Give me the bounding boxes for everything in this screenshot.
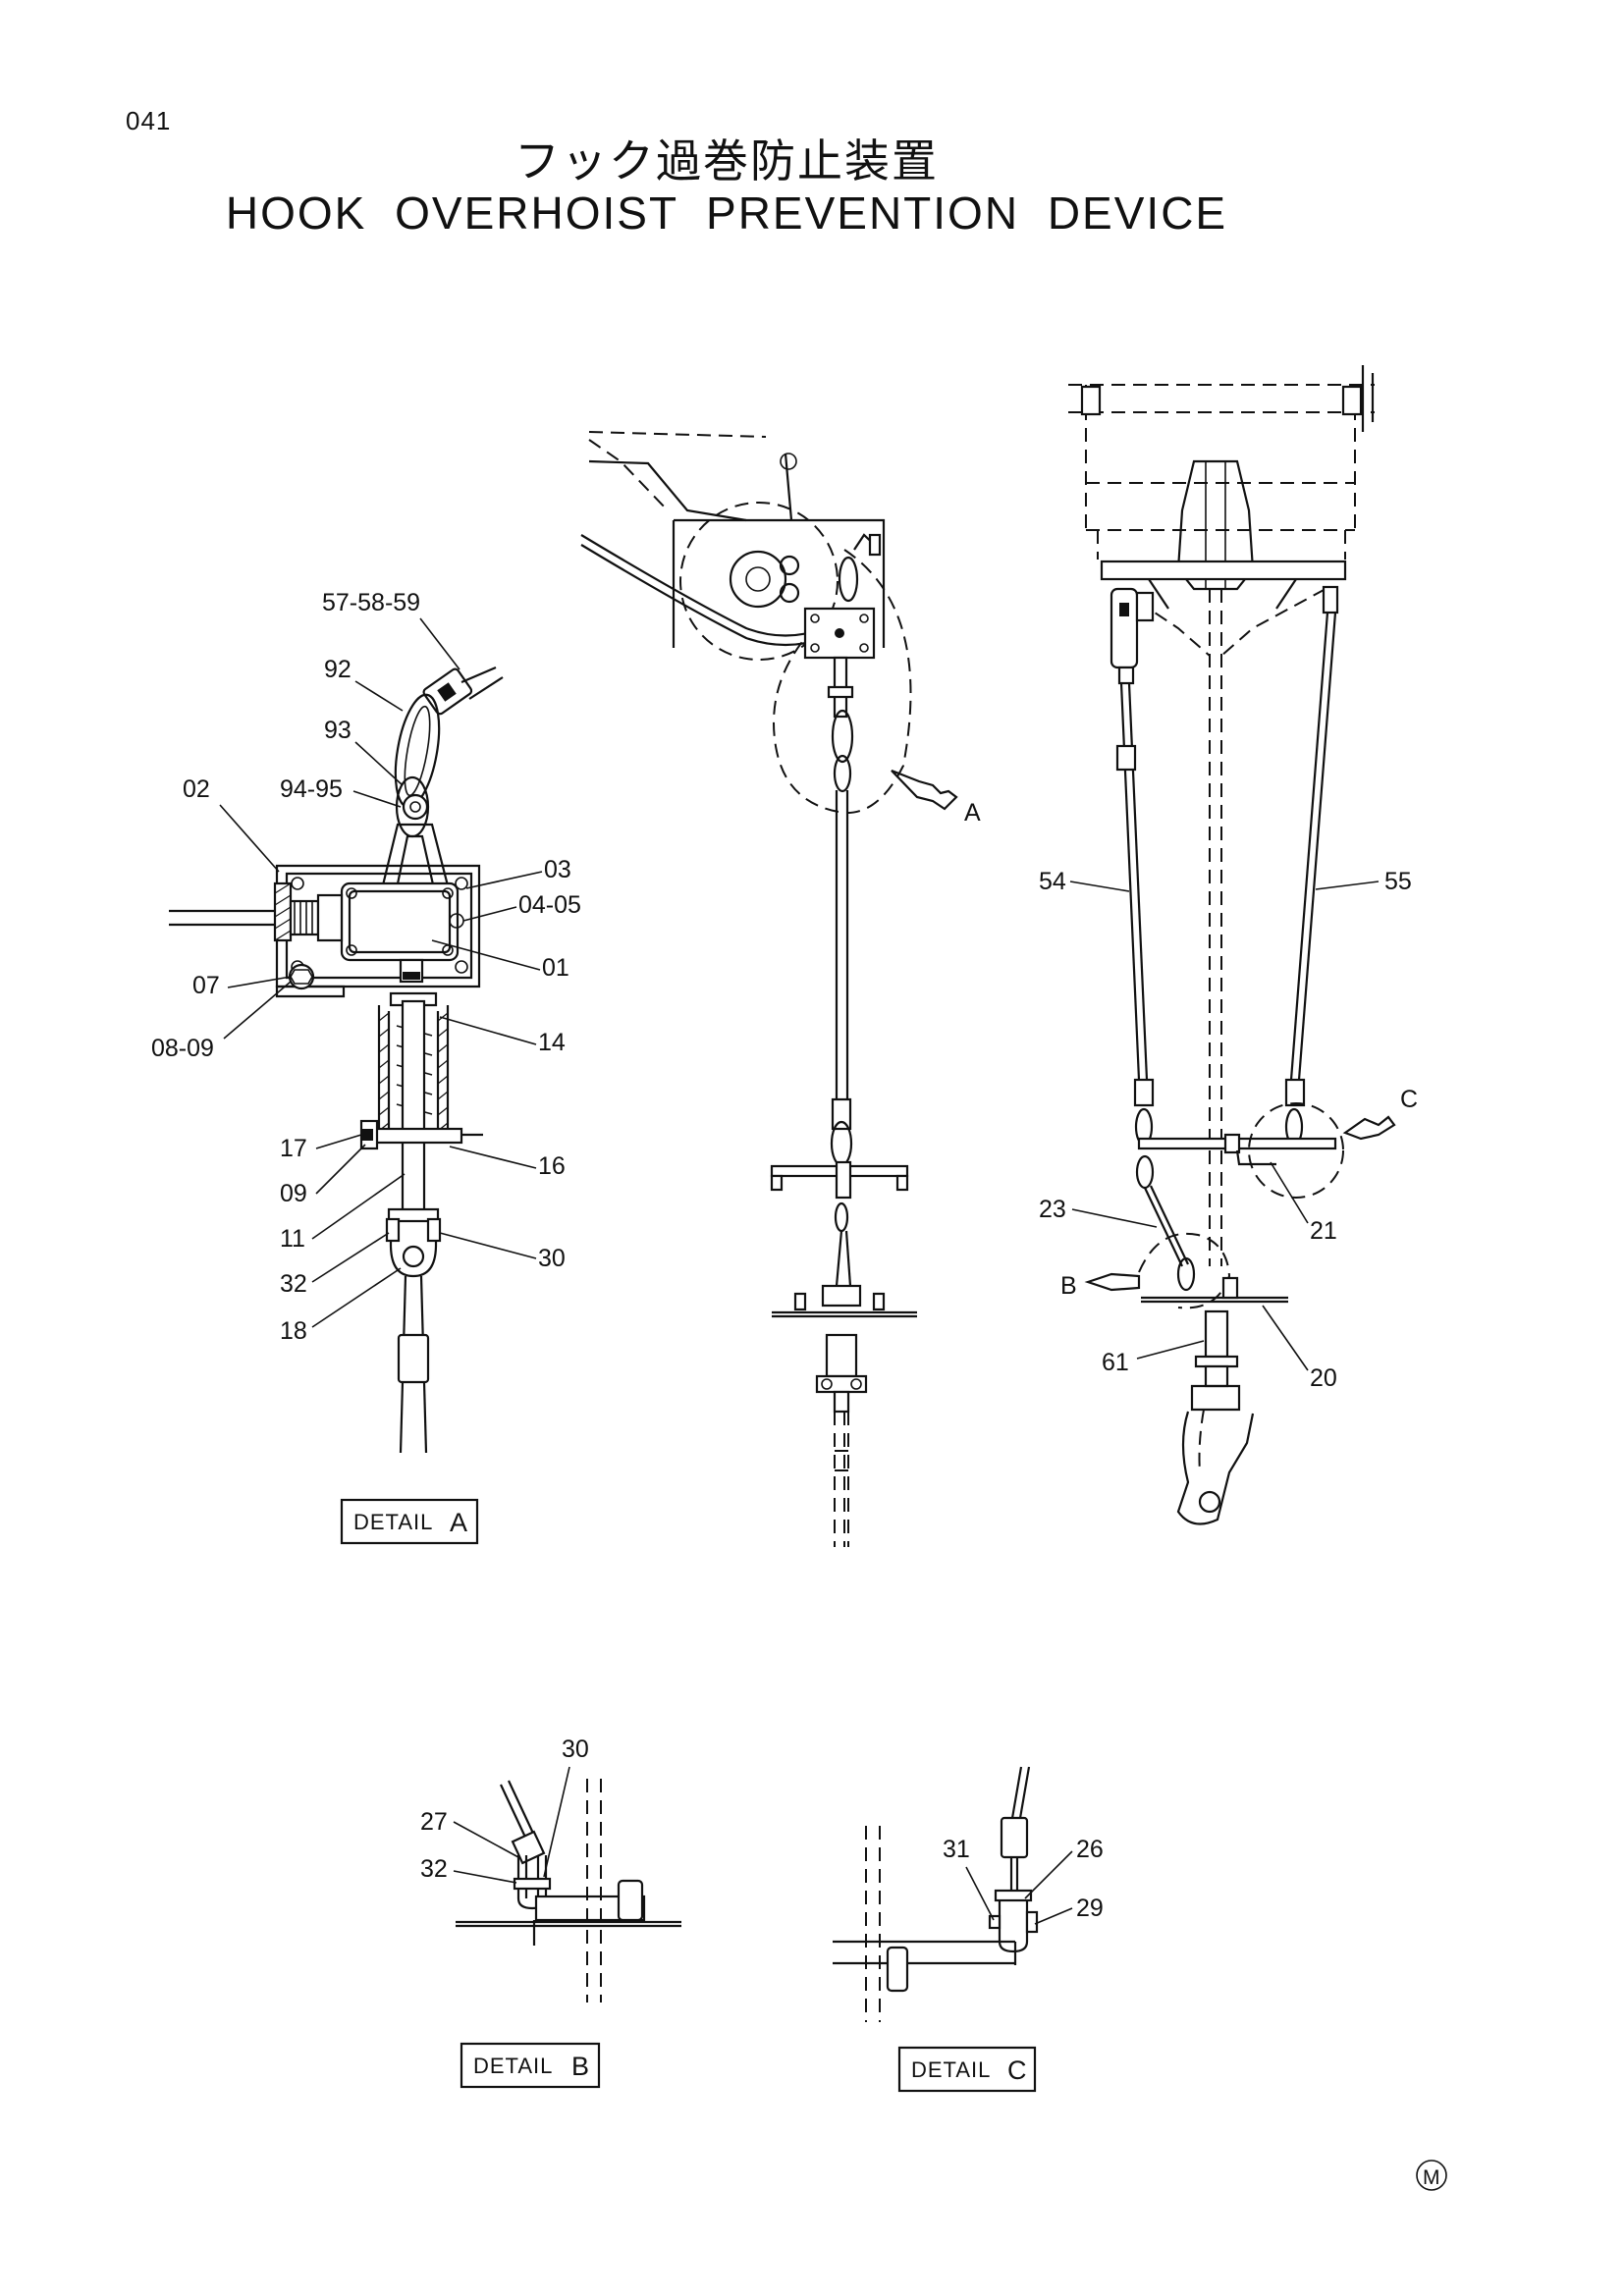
part-label: 32 bbox=[420, 1855, 448, 1883]
detail-b-caption: DETAIL B bbox=[460, 2042, 601, 2089]
detail-c-caption: DETAIL C bbox=[897, 2046, 1037, 2093]
part-label: 14 bbox=[538, 1029, 566, 1056]
part-label: 29 bbox=[1076, 1895, 1104, 1922]
detail-c-labels: 31 26 29 bbox=[943, 1836, 1104, 1925]
part-label: 55 bbox=[1384, 868, 1412, 895]
part-label: 23 bbox=[1039, 1196, 1066, 1223]
detail-c-caption-word: DETAIL bbox=[911, 2057, 991, 2082]
side-view-labels: 54 55 23 21 61 20 B C bbox=[1039, 868, 1418, 1392]
part-label: 30 bbox=[538, 1245, 566, 1272]
part-label: 61 bbox=[1102, 1349, 1129, 1376]
part-label: 21 bbox=[1310, 1217, 1337, 1245]
detail-c-caption-letter: C bbox=[1007, 2056, 1027, 2085]
part-label: 11 bbox=[280, 1225, 305, 1253]
part-label: 16 bbox=[538, 1152, 566, 1180]
part-label: 02 bbox=[183, 775, 210, 803]
detail-b-caption-word: DETAIL bbox=[473, 2054, 553, 2078]
page-title-english: HOOK OVERHOIST PREVENTION DEVICE bbox=[225, 187, 1228, 239]
part-label: 31 bbox=[943, 1836, 970, 1863]
part-label: 09 bbox=[280, 1180, 307, 1207]
circled-m-mark: M bbox=[1416, 2160, 1447, 2191]
part-label: 94-95 bbox=[280, 775, 343, 803]
part-label: 32 bbox=[280, 1270, 307, 1298]
part-label: 93 bbox=[324, 717, 352, 744]
part-label: 27 bbox=[420, 1808, 448, 1836]
page-title-japanese: フック過巻防止装置 bbox=[514, 134, 939, 187]
side-view-arrow-c-label: C bbox=[1400, 1086, 1418, 1113]
part-label: 54 bbox=[1039, 868, 1066, 895]
page-number: 041 bbox=[126, 106, 172, 135]
detail-a-labels: 57-58-59 92 93 02 94-95 03 04-05 01 07 0… bbox=[151, 589, 581, 1345]
part-label: 57-58-59 bbox=[322, 589, 420, 616]
detail-b-labels: 30 27 32 bbox=[420, 1735, 589, 1884]
part-label: 92 bbox=[324, 656, 352, 683]
part-label: 26 bbox=[1076, 1836, 1104, 1863]
part-label: 20 bbox=[1310, 1364, 1337, 1392]
part-label: 03 bbox=[544, 856, 571, 883]
detail-b-caption-letter: B bbox=[571, 2052, 589, 2081]
detail-a-caption-letter: A bbox=[450, 1508, 467, 1537]
part-label: 17 bbox=[280, 1135, 307, 1162]
part-label: 08-09 bbox=[151, 1035, 214, 1062]
detail-a-caption-word: DETAIL bbox=[353, 1510, 433, 1534]
main-view-arrow-a-label: A bbox=[964, 799, 981, 827]
main-view-drawing bbox=[580, 431, 958, 1547]
detail-a-caption: DETAIL A bbox=[340, 1498, 479, 1545]
detail-a-drawing bbox=[169, 666, 504, 1454]
part-label: 04-05 bbox=[518, 891, 581, 919]
side-view-drawing bbox=[1068, 365, 1396, 1525]
part-label: 07 bbox=[192, 972, 220, 999]
circled-m-letter: M bbox=[1423, 2166, 1440, 2189]
part-label: 30 bbox=[562, 1735, 589, 1763]
part-label: 01 bbox=[542, 954, 569, 982]
part-label: 18 bbox=[280, 1317, 307, 1345]
side-view-arrow-b-label: B bbox=[1060, 1272, 1077, 1300]
detail-b-drawing bbox=[456, 1779, 681, 2002]
detail-c-drawing bbox=[833, 1766, 1039, 2022]
